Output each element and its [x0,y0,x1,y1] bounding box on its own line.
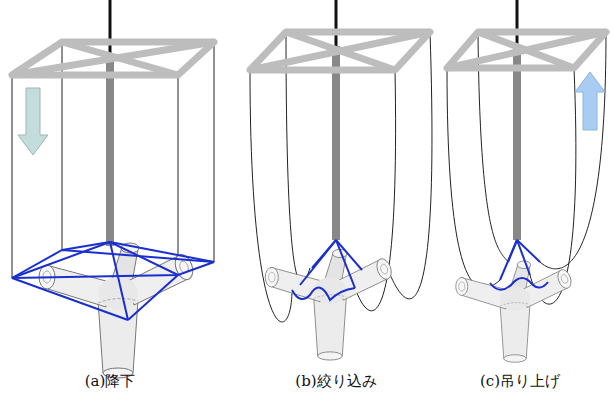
panel-caption: (b)絞り込み [295,372,376,391]
panel-caption: (a)降下 [85,372,136,391]
panel-caption: (c)吊り上げ [480,372,560,391]
panel-c [447,0,606,362]
panel-a [12,0,214,378]
panel-b [250,0,432,360]
